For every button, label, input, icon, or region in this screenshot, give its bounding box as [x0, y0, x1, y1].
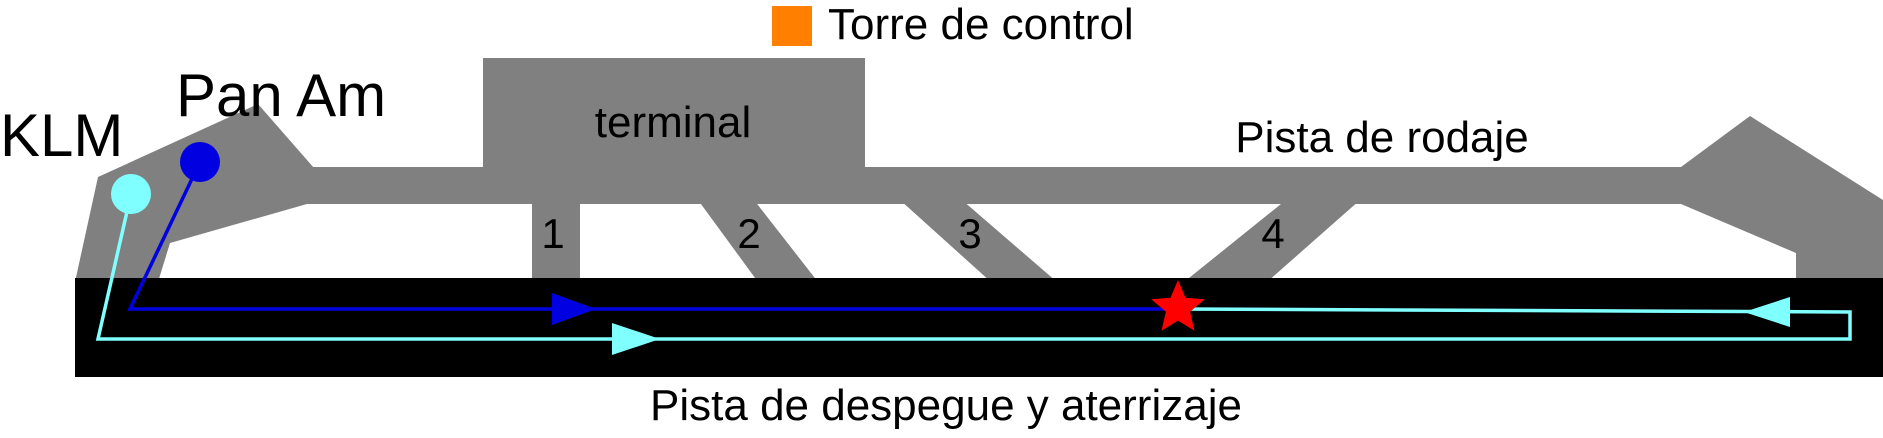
- connector-label-1: 1: [541, 210, 564, 257]
- connector-4: [1184, 200, 1360, 282]
- pan-am-label: Pan Am: [176, 62, 386, 129]
- klm-direction-arrow-backtrack: [1744, 297, 1790, 327]
- terminal-building: [483, 58, 865, 170]
- control-tower-marker: [772, 6, 812, 46]
- control-tower-label: Torre de control: [828, 0, 1134, 49]
- left-apron: [75, 104, 314, 282]
- connector-3: [900, 200, 1057, 282]
- taxiway-system: [75, 58, 1883, 282]
- connector-label-4: 4: [1261, 210, 1284, 257]
- klm-aircraft-marker: [111, 174, 151, 214]
- right-apron: [1681, 116, 1883, 282]
- pan-am-aircraft-marker: [180, 142, 220, 182]
- connector-label-2: 2: [737, 210, 760, 257]
- taxiway-label: Pista de rodaje: [1235, 113, 1529, 162]
- connector-2: [698, 200, 818, 282]
- collision-star-icon: [1151, 280, 1205, 331]
- connector-label-3: 3: [958, 210, 981, 257]
- klm-label: KLM: [0, 102, 123, 169]
- pan-am-direction-arrow: [552, 293, 596, 325]
- runway-label: Pista de despegue y aterrizaje: [650, 381, 1242, 430]
- klm-path: [95, 193, 1852, 355]
- connector-1: [532, 200, 580, 282]
- klm-direction-arrow-runway: [612, 323, 660, 355]
- runway: [75, 278, 1883, 377]
- terminal-label: terminal: [595, 98, 752, 147]
- main-taxiway: [305, 167, 1683, 204]
- pan-am-path: [127, 161, 1176, 325]
